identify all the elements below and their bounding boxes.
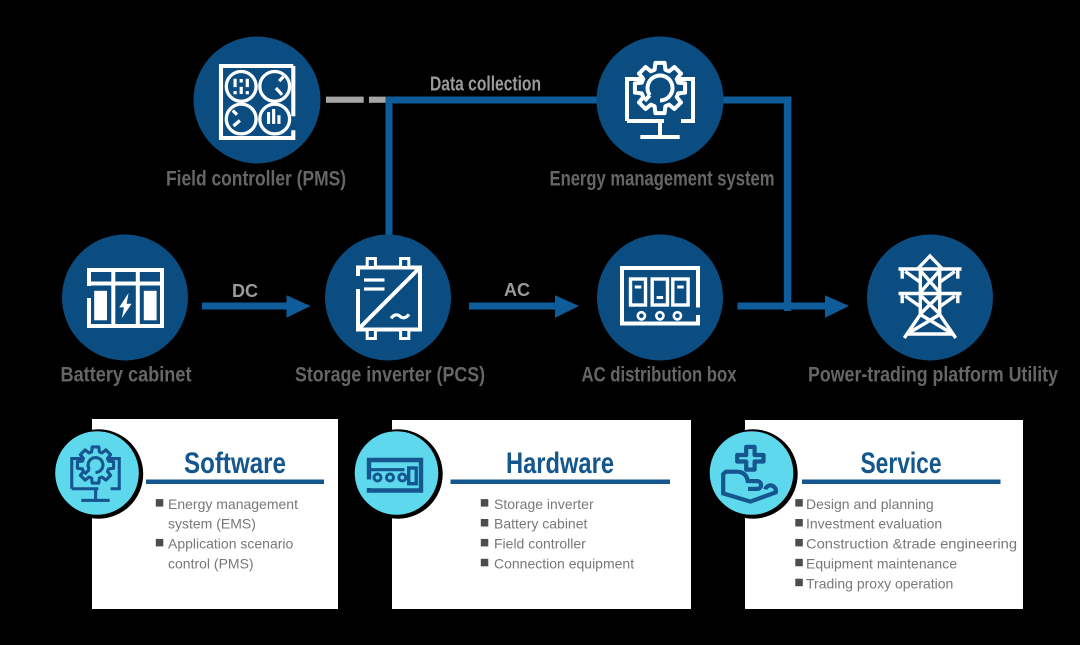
svg-text:DC: DC [232, 281, 258, 301]
svg-text:Battery cabinet: Battery cabinet [494, 516, 587, 532]
svg-text:Trading proxy operation: Trading proxy operation [806, 575, 953, 591]
svg-text:Battery cabinet: Battery cabinet [61, 364, 192, 387]
svg-text:Storage inverter: Storage inverter [494, 496, 594, 512]
svg-text:Construction &trade engineerin: Construction &trade engineering [806, 536, 1017, 552]
svg-text:system (EMS): system (EMS) [168, 516, 256, 532]
svg-text:Field controller (PMS): Field controller (PMS) [166, 168, 346, 191]
svg-text:Hardware: Hardware [506, 447, 614, 480]
svg-text:Power-trading platform Utility: Power-trading platform Utility [808, 364, 1058, 387]
svg-text:AC: AC [504, 280, 530, 300]
svg-text:Data collection: Data collection [430, 74, 541, 96]
svg-text:Energy management: Energy management [168, 496, 298, 512]
svg-text:Design and planning: Design and planning [806, 496, 934, 512]
svg-text:Investment evaluation: Investment evaluation [806, 516, 942, 532]
svg-text:Equipment maintenance: Equipment maintenance [806, 556, 957, 572]
svg-text:Connection equipment: Connection equipment [494, 556, 634, 572]
svg-text:Energy management system: Energy management system [550, 168, 775, 191]
svg-text:control (PMS): control (PMS) [168, 556, 254, 572]
svg-text:Service: Service [861, 447, 942, 480]
svg-text:Application scenario: Application scenario [168, 536, 294, 552]
svg-text:AC distribution box: AC distribution box [582, 364, 737, 387]
svg-text:Storage inverter (PCS): Storage inverter (PCS) [295, 364, 485, 387]
svg-text:Software: Software [184, 447, 286, 480]
svg-text:Field controller: Field controller [494, 536, 586, 552]
